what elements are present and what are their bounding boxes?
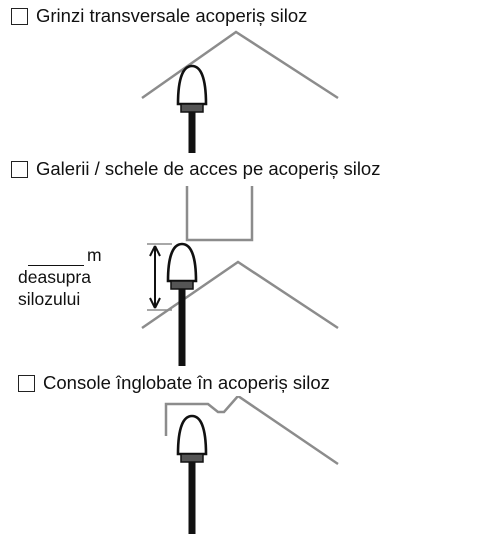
height-above-silo-field: m deasupra silozului xyxy=(18,244,128,310)
option-embedded-consoles[interactable]: Console înglobate în acoperiș siloz xyxy=(18,372,330,393)
access-gallery-structure xyxy=(185,186,254,242)
height-input[interactable] xyxy=(28,251,84,266)
access-galleries-diagram xyxy=(141,186,339,366)
double-arrow-icon xyxy=(147,243,172,311)
option-transverse-beams[interactable]: Grinzi transversale acoperiș siloz xyxy=(11,5,308,26)
antenna-mast xyxy=(188,462,196,534)
transverse-beams-checkbox[interactable] xyxy=(11,7,28,25)
access-galleries-checkbox[interactable] xyxy=(11,160,28,178)
antenna-icon xyxy=(166,242,198,290)
option-access-galleries[interactable]: Galerii / schele de acces pe acoperiș si… xyxy=(11,158,381,179)
antenna-mast xyxy=(188,112,196,153)
height-caption-line2: silozului xyxy=(18,289,81,309)
silo-roof-with-console xyxy=(164,396,339,466)
height-caption-line1: deasupra xyxy=(18,267,91,287)
embedded-consoles-label: Console înglobate în acoperiș siloz xyxy=(43,372,330,393)
antenna-icon xyxy=(176,64,208,113)
embedded-consoles-checkbox[interactable] xyxy=(18,374,35,392)
height-unit: m xyxy=(87,245,102,265)
silo-roof-line xyxy=(141,30,339,100)
antenna-mast xyxy=(178,289,186,366)
transverse-beams-label: Grinzi transversale acoperiș siloz xyxy=(36,5,308,26)
silo-roof-line xyxy=(141,260,339,330)
transverse-beams-diagram xyxy=(141,30,339,153)
antenna-icon xyxy=(176,414,208,463)
embedded-consoles-diagram xyxy=(164,396,339,534)
access-galleries-label: Galerii / schele de acces pe acoperiș si… xyxy=(36,158,381,179)
